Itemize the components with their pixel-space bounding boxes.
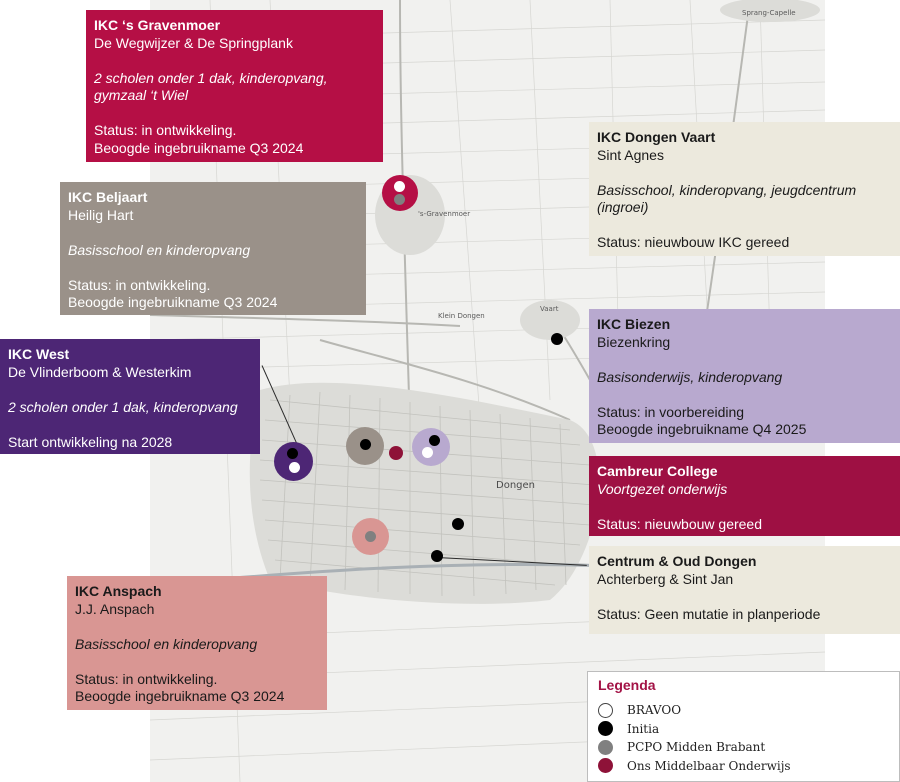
box-status-date: Beoogde ingebruikname Q3 2024 xyxy=(75,688,285,704)
box-status: Status: Geen mutatie in planperiode xyxy=(597,605,821,622)
marker-ikc-biezen[interactable] xyxy=(412,428,450,466)
box-description: Basisschool, kinderopvang, jeugdcentrum xyxy=(597,181,857,198)
legend-item-bravoo: BRAVOO xyxy=(598,701,889,720)
legend-swatch-icon xyxy=(598,739,613,755)
box-description: Basisschool en kinderopvang xyxy=(68,241,251,258)
marker-centrum-sint-jan[interactable] xyxy=(431,550,443,562)
legend-item-initia: Initia xyxy=(598,720,889,739)
box-title: IKC ‘s Gravenmoer xyxy=(94,17,221,33)
map-label-vaart: Vaart xyxy=(540,305,559,313)
legend-label: PCPO Midden Brabant xyxy=(627,740,766,755)
map-label-klein-dongen: Klein Dongen xyxy=(438,312,485,320)
box-title: Centrum & Oud Dongen xyxy=(597,553,757,569)
marker-dot-initia xyxy=(360,439,371,450)
box-status: Status: nieuwbouw gereed xyxy=(597,515,762,532)
legend-swatch-icon xyxy=(598,721,613,737)
info-box-ikc-dongen-vaart[interactable]: IKC Dongen Vaart Sint Agnes Basisschool,… xyxy=(589,122,900,256)
legend-title: Legenda xyxy=(598,677,656,693)
box-title: IKC Dongen Vaart xyxy=(597,129,716,145)
box-description: gymzaal ‘t Wiel xyxy=(94,87,189,103)
box-subtitle: Achterberg & Sint Jan xyxy=(597,570,734,587)
map-label-dongen: Dongen xyxy=(496,480,535,491)
box-subtitle: Heilig Hart xyxy=(68,206,134,223)
box-subtitle: J.J. Anspach xyxy=(75,600,155,617)
box-status-date: Beoogde ingebruikname Q3 2024 xyxy=(94,139,304,156)
marker-ikc-west[interactable] xyxy=(274,442,313,481)
marker-dot-pcpo xyxy=(394,194,405,205)
box-title: IKC Beljaart xyxy=(68,189,148,205)
box-description: 2 scholen onder 1 dak, kinderopvang, xyxy=(94,69,328,86)
marker-dot-bravoo xyxy=(422,447,433,458)
box-status: Status: nieuwbouw IKC gereed xyxy=(597,234,790,250)
box-subtitle: Sint Agnes xyxy=(597,146,664,163)
box-title: IKC Anspach xyxy=(75,583,162,599)
box-subtitle: De Vlinderboom & Westerkim xyxy=(8,363,192,380)
box-description: Voortgezet onderwijs xyxy=(597,480,728,497)
legend-item-ons-middelbaar-onderwijs: Ons Middelbaar Onderwijs xyxy=(598,757,889,776)
marker-centrum-achterberg[interactable] xyxy=(452,518,464,530)
info-box-centrum-oud-dongen[interactable]: Centrum & Oud Dongen Achterberg & Sint J… xyxy=(589,546,900,634)
box-title: IKC West xyxy=(8,346,70,362)
legend-label: Ons Middelbaar Onderwijs xyxy=(627,758,791,773)
info-box-ikc-beljaart[interactable]: IKC Beljaart Heilig Hart Basisschool en … xyxy=(60,182,366,315)
legend-label: BRAVOO xyxy=(627,703,682,718)
info-box-ikc-west[interactable]: IKC West De Vlinderboom & Westerkim 2 sc… xyxy=(0,339,260,454)
box-status: Status: in ontwikkeling. xyxy=(68,276,211,293)
box-subtitle: Biezenkring xyxy=(597,333,671,350)
marker-ikc-dongen-vaart[interactable] xyxy=(551,333,563,345)
legend-swatch-icon xyxy=(598,758,613,774)
box-status: Status: in ontwikkeling. xyxy=(94,122,237,138)
info-box-ikc-gravenmoer[interactable]: IKC ‘s Gravenmoer De Wegwijzer & De Spri… xyxy=(86,10,383,162)
info-box-cambreur-college[interactable]: Cambreur College Voortgezet onderwijs St… xyxy=(589,456,900,536)
marker-cambreur-college[interactable] xyxy=(389,446,403,460)
marker-dot-bravoo xyxy=(394,181,405,192)
box-status: Start ontwikkeling na 2028 xyxy=(8,433,173,450)
marker-dot-initia xyxy=(287,448,298,459)
map-label-gravenmoer: 's-Gravenmoer xyxy=(418,210,471,218)
box-title: IKC Biezen xyxy=(597,316,671,332)
box-status-date: Beoogde ingebruikname Q3 2024 xyxy=(68,294,278,310)
box-status: Status: in voorbereiding xyxy=(597,403,745,420)
marker-ikc-beljaart[interactable] xyxy=(346,427,384,465)
box-description: Basisonderwijs, kinderopvang xyxy=(597,368,783,385)
marker-dot-bravoo xyxy=(289,462,300,473)
marker-ikc-anspach[interactable] xyxy=(352,518,389,555)
legend: Legenda BRAVOO Initia PCPO Midden Braban… xyxy=(587,671,900,782)
box-description: (ingroei) xyxy=(597,199,649,215)
legend-label: Initia xyxy=(627,721,660,736)
box-status-date: Beoogde ingebruikname Q4 2025 xyxy=(597,421,807,437)
legend-swatch-icon xyxy=(598,702,613,718)
box-status: Status: in ontwikkeling. xyxy=(75,670,218,687)
box-description: Basisschool en kinderopvang xyxy=(75,635,258,652)
map-label-sprang-capelle: Sprang-Capelle xyxy=(742,9,796,17)
box-title: Cambreur College xyxy=(597,463,718,479)
legend-item-pcpo: PCPO Midden Brabant xyxy=(598,738,889,757)
box-description: 2 scholen onder 1 dak, kinderopvang xyxy=(8,398,238,415)
marker-ikc-gravenmoer[interactable] xyxy=(382,175,418,211)
info-box-ikc-anspach[interactable]: IKC Anspach J.J. Anspach Basisschool en … xyxy=(67,576,327,710)
marker-dot-pcpo xyxy=(365,531,376,542)
box-subtitle: De Wegwijzer & De Springplank xyxy=(94,34,293,51)
info-box-ikc-biezen[interactable]: IKC Biezen Biezenkring Basisonderwijs, k… xyxy=(589,309,900,443)
marker-dot-initia xyxy=(429,435,440,446)
